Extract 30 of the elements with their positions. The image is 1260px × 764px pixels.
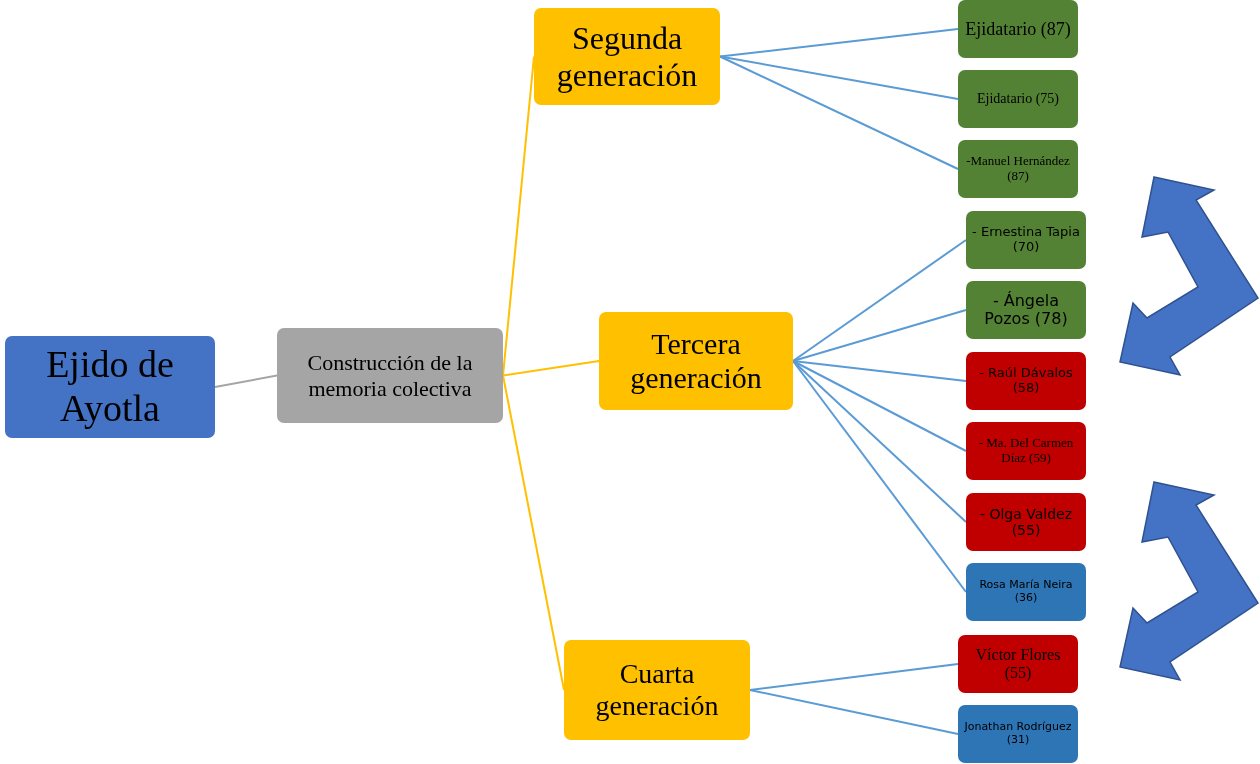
connector-line xyxy=(719,28,959,58)
name-box: Ejidatario (75) xyxy=(958,70,1078,128)
connector-line xyxy=(502,55,535,377)
connector-line xyxy=(502,374,565,691)
name-box: Tercera generación xyxy=(599,312,793,410)
name-box: Ejidatario (87) xyxy=(958,0,1078,58)
name-box: - Olga Valdez (55) xyxy=(966,493,1086,551)
connector-line xyxy=(792,239,967,362)
name-box: Cuarta generación xyxy=(564,640,750,740)
name-box: Víctor Flores (55) xyxy=(958,635,1078,693)
name-box: - Ma. Del Carmen Díaz (59) xyxy=(966,422,1086,480)
name-box: -Manuel Hernández (87) xyxy=(958,140,1078,198)
connector-line xyxy=(719,55,959,170)
connector-line xyxy=(719,55,959,100)
name-box: Construcción de la memoria colectiva xyxy=(277,328,503,423)
connector-line xyxy=(502,360,600,377)
connector-line xyxy=(749,663,959,691)
connector-line xyxy=(792,360,967,593)
connector-line xyxy=(214,374,278,388)
name-box: Segunda generación xyxy=(534,8,720,105)
connector-line xyxy=(792,360,967,382)
connector-line xyxy=(749,689,959,735)
name-box: Jonathan Rodríguez (31) xyxy=(958,705,1078,763)
name-box: Rosa María Neira (36) xyxy=(966,563,1086,621)
name-box: - Ángela Pozos (78) xyxy=(966,281,1086,339)
name-box: Ejido de Ayotla xyxy=(5,336,215,438)
name-box: - Raúl Dávalos (58) xyxy=(966,352,1086,410)
connector-line xyxy=(792,309,967,362)
name-box: - Ernestina Tapia (70) xyxy=(966,211,1086,269)
connector-line xyxy=(792,360,967,452)
